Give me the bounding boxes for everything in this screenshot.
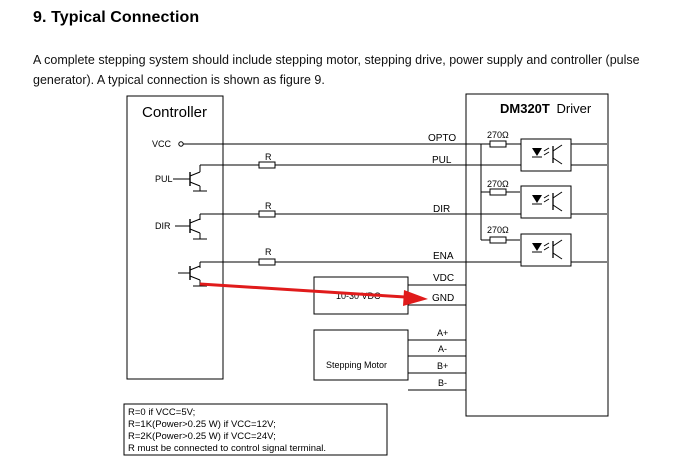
- dir-resistor-label: R: [265, 201, 272, 211]
- pul-output-label: PUL: [432, 155, 452, 166]
- a-minus-label: A-: [438, 344, 447, 354]
- controller-title: Controller: [142, 104, 207, 121]
- section-heading: 9. Typical Connection: [33, 9, 200, 26]
- vdc-label: VDC: [433, 273, 454, 284]
- dir-output-label: DIR: [433, 204, 450, 215]
- driver-word: Driver: [556, 101, 591, 116]
- dir-input-label: DIR: [155, 221, 171, 231]
- ena-resistor-label: R: [265, 247, 272, 257]
- note-line-1: R=0 if VCC=5V;: [128, 407, 195, 418]
- driver-brand: DM320T: [500, 101, 550, 116]
- controller-box: [126, 95, 224, 380]
- vcc-terminal: [178, 141, 184, 147]
- b-plus-label: B+: [437, 361, 448, 371]
- pul-resistor: [258, 161, 276, 169]
- dir-resistor: [258, 210, 276, 218]
- optocoupler-2: [520, 185, 572, 219]
- r270-label-3: 270Ω: [487, 225, 509, 235]
- opto-label: OPTO: [428, 133, 456, 144]
- pul-resistor-label: R: [265, 152, 272, 162]
- red-arrow-shaft: [199, 282, 406, 299]
- optocoupler-1: [520, 138, 572, 172]
- ena-resistor: [258, 258, 276, 266]
- note-line-2: R=1K(Power>0.25 W) if VCC=12V;: [128, 419, 276, 430]
- r270-resistor-2: [489, 188, 507, 196]
- vcc-label: VCC: [152, 139, 172, 149]
- stepping-motor-label: Stepping Motor: [326, 360, 387, 370]
- red-arrow-head: [403, 290, 428, 306]
- a-plus-label: A+: [437, 328, 448, 338]
- driver-box: [465, 93, 609, 417]
- b-minus-label: B-: [438, 378, 447, 388]
- driver-title: DM320T Driver: [500, 101, 592, 116]
- r270-resistor-1: [489, 140, 507, 148]
- gnd-label: GND: [432, 293, 454, 304]
- pul-input-label: PUL: [155, 174, 173, 184]
- r270-label-2: 270Ω: [487, 179, 509, 189]
- intro-paragraph: A complete stepping system should includ…: [33, 53, 640, 87]
- note-line-3: R=2K(Power>0.25 W) if VCC=24V;: [128, 431, 276, 442]
- r270-label-1: 270Ω: [487, 130, 509, 140]
- note-line-4: R must be connected to control signal te…: [128, 443, 326, 454]
- r270-resistor-3: [489, 236, 507, 244]
- power-supply-label: 10-30 VDC: [336, 291, 381, 301]
- stepping-motor-box: [313, 329, 409, 381]
- optocoupler-3: [520, 233, 572, 267]
- ena-output-label: ENA: [433, 251, 454, 262]
- resistor-note-box: [123, 403, 388, 456]
